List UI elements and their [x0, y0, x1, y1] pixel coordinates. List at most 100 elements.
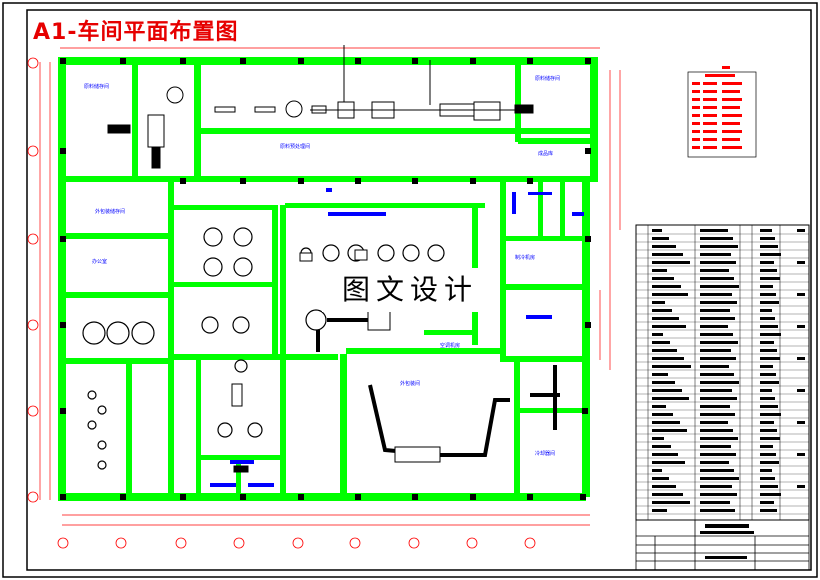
table-cell: [797, 485, 805, 488]
table-cell: [700, 389, 732, 392]
table-cell: [652, 229, 662, 232]
table-cell: [760, 301, 779, 304]
table-cell: [700, 413, 735, 416]
table-cell: [700, 365, 729, 368]
table-cell: [700, 453, 736, 456]
table-cell: [652, 421, 680, 424]
table-cell: [760, 229, 772, 232]
table-cell: [700, 341, 738, 344]
table-cell: [700, 373, 734, 376]
tank-equipment: [82, 227, 445, 470]
table-cell: [652, 437, 664, 440]
room-label: 成品库: [538, 150, 553, 157]
table-cell: [700, 405, 730, 408]
table-cell: [652, 269, 667, 272]
table-cell: [700, 285, 739, 288]
table-cell: [760, 477, 775, 480]
table-cell: [700, 269, 729, 272]
table-cell: [700, 445, 731, 448]
table-cell: [700, 381, 739, 384]
vessel-equipment: [231, 249, 441, 473]
table-cell: [760, 485, 778, 488]
table-cell: [797, 357, 805, 360]
table-cell: [700, 469, 734, 472]
table-cell: [652, 485, 676, 488]
table-cell: [760, 309, 772, 312]
table-cell: [652, 469, 662, 472]
table-cell: [760, 293, 776, 296]
table-cell: [760, 437, 780, 440]
table-cell: [760, 253, 781, 256]
room-label: 原料预处理间: [280, 143, 310, 150]
table-cell: [652, 405, 666, 408]
table-cell: [652, 245, 676, 248]
table-cell: [760, 341, 774, 344]
pipe-runs: [316, 318, 560, 457]
table-cell: [760, 397, 775, 400]
room-label: 办公室: [92, 258, 107, 265]
table-cell: [700, 421, 728, 424]
table-cell: [652, 341, 670, 344]
table-cell: [760, 389, 772, 392]
table-cell: [760, 501, 774, 504]
table-cell: [652, 397, 689, 400]
table-cell: [760, 333, 781, 336]
table-cell: [760, 493, 781, 496]
watermark-text: 图文设计: [322, 268, 498, 312]
table-cell: [760, 413, 781, 416]
table-cell: [652, 445, 671, 448]
table-cell: [797, 325, 805, 328]
table-cell: [700, 333, 733, 336]
table-cell: [652, 453, 678, 456]
table-cell: [700, 325, 728, 328]
table-cell: [760, 429, 777, 432]
table-cell: [700, 477, 739, 480]
table-cell: [797, 421, 805, 424]
table-cell: [700, 349, 731, 352]
table-cell: [797, 453, 805, 456]
table-cell: [760, 445, 773, 448]
table-cell: [652, 381, 675, 384]
table-cell: [700, 397, 737, 400]
table-cell: [652, 253, 683, 256]
table-cell: [700, 277, 734, 280]
table-cell: [700, 293, 732, 296]
table-cell: [797, 389, 805, 392]
table-cell: [760, 357, 780, 360]
table-cell: [700, 301, 737, 304]
table-cell: [652, 261, 690, 264]
table-cell: [652, 429, 687, 432]
table-cell: [652, 509, 667, 512]
structural-columns: [60, 58, 591, 500]
blue-markers: [210, 188, 584, 487]
table-cell: [700, 229, 728, 232]
table-cell: [652, 333, 663, 336]
table-cell: [760, 469, 772, 472]
table-cell: [700, 485, 732, 488]
equipment-legend: [687, 66, 757, 158]
table-cell: [760, 317, 775, 320]
table-cell: [700, 437, 738, 440]
table-cell: [700, 237, 733, 240]
table-cell: [760, 365, 773, 368]
equipment-schedule-table: [635, 224, 810, 521]
room-labels: 原料储存间 原料预处理间 原料储存间 成品库 外包装储存间 办公室 制冷机房 空…: [84, 75, 560, 457]
table-cell: [760, 381, 779, 384]
table-cell: [652, 373, 668, 376]
table-cell: [760, 461, 779, 464]
table-cell: [760, 453, 776, 456]
table-cell: [652, 477, 669, 480]
table-cell: [760, 509, 777, 512]
table-cell: [652, 293, 688, 296]
table-cell: [700, 357, 736, 360]
table-cell: [760, 245, 778, 248]
table-cell: [700, 461, 729, 464]
table-cell: [652, 301, 665, 304]
table-cell: [700, 253, 731, 256]
table-cell: [760, 285, 773, 288]
table-cell: [652, 277, 674, 280]
room-label: 原料储存间: [535, 75, 560, 82]
table-cell: [652, 237, 669, 240]
